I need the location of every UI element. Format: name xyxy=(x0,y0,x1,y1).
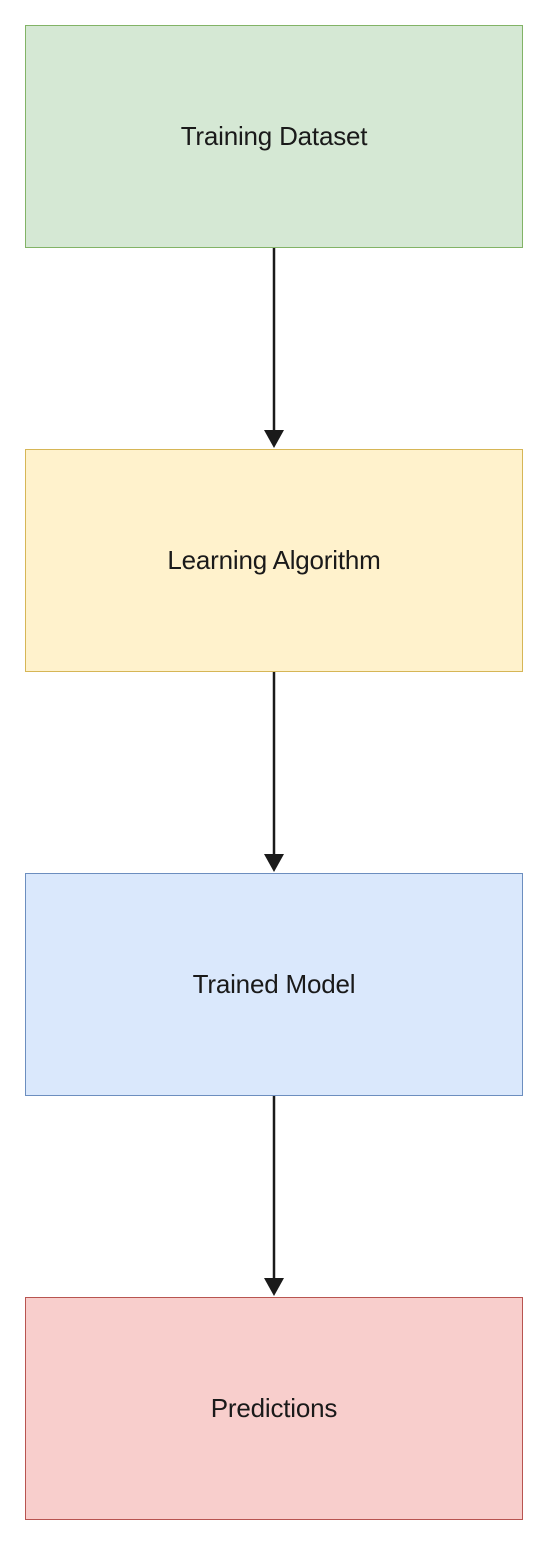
arrowhead-icon xyxy=(264,1278,284,1296)
arrowhead-icon xyxy=(264,854,284,872)
edge-model-to-predictions xyxy=(264,1096,284,1296)
edge-learning-to-model xyxy=(264,672,284,872)
node-trained-model: Trained Model xyxy=(25,873,523,1096)
arrowhead-icon xyxy=(264,430,284,448)
node-label: Predictions xyxy=(210,1393,338,1423)
node-label: Trained Model xyxy=(192,969,356,999)
node-training-dataset: Training Dataset xyxy=(25,25,523,248)
node-label: Learning Algorithm xyxy=(167,545,381,575)
node-label: Training Dataset xyxy=(180,121,368,151)
node-learning-algorithm: Learning Algorithm xyxy=(25,449,523,672)
node-predictions: Predictions xyxy=(25,1297,523,1520)
edge-training-to-learning xyxy=(264,248,284,448)
